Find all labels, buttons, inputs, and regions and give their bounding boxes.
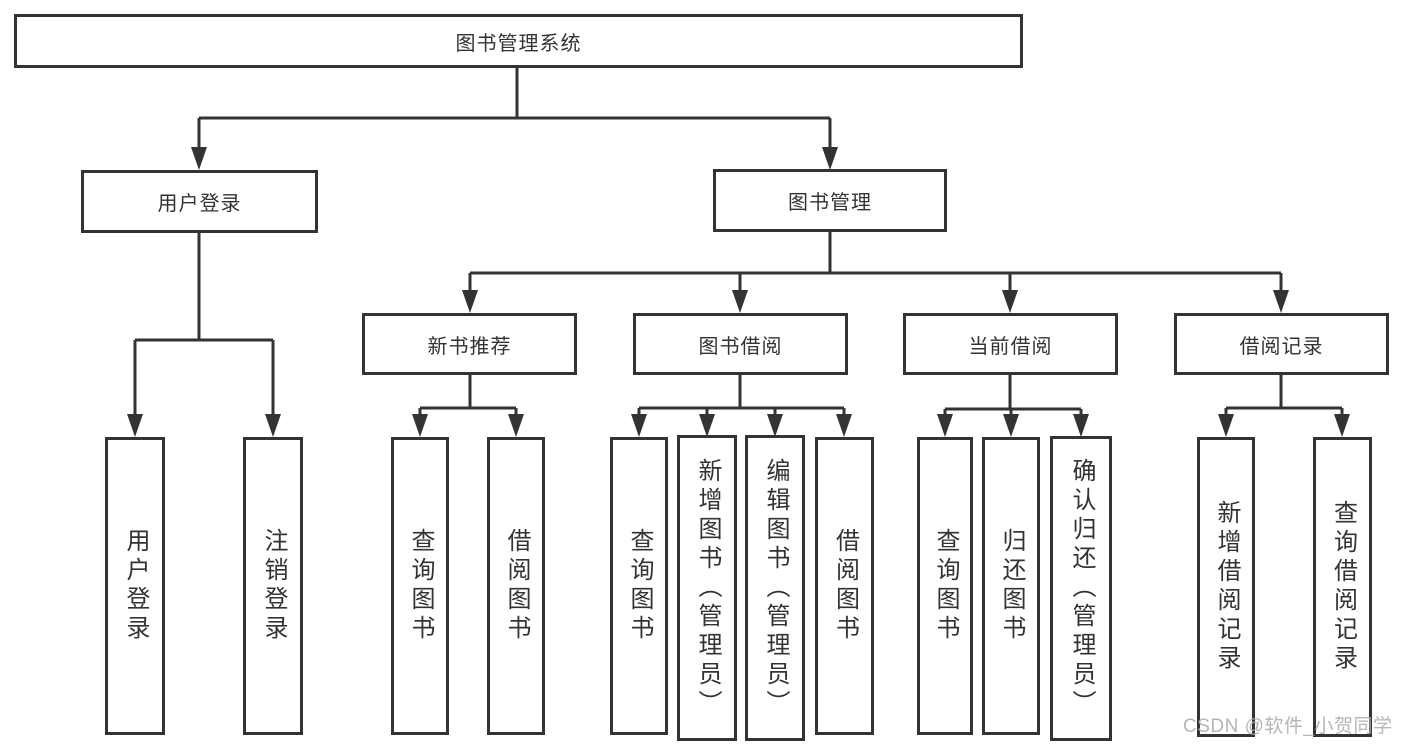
leaf-edit-books-admin-label: 编辑图书（管理员） bbox=[762, 457, 789, 719]
leaf-query-books-current-label: 查询图书 bbox=[932, 528, 959, 644]
leaf-add-books-admin-label: 新增图书（管理员） bbox=[694, 457, 721, 719]
leaf-add-books-admin: 新增图书（管理员） bbox=[677, 435, 737, 741]
node-book-management-label: 图书管理 bbox=[788, 192, 872, 214]
leaf-query-books-borrowing-label: 查询图书 bbox=[626, 528, 653, 644]
node-root: 图书管理系统 bbox=[14, 14, 1023, 68]
leaf-edit-books-admin: 编辑图书（管理员） bbox=[745, 435, 805, 741]
node-root-label: 图书管理系统 bbox=[455, 32, 582, 55]
node-book-management: 图书管理 bbox=[713, 169, 947, 232]
leaf-add-borrow-record-label: 新增借阅记录 bbox=[1213, 500, 1240, 674]
leaf-query-borrow-record: 查询借阅记录 bbox=[1313, 437, 1372, 737]
leaf-user-login: 用户登录 bbox=[105, 437, 165, 735]
leaf-confirm-return-admin-label: 确认归还（管理员） bbox=[1068, 458, 1095, 719]
leaf-query-books-current: 查询图书 bbox=[917, 437, 973, 735]
node-current-borrowing-label: 当前借阅 bbox=[968, 335, 1053, 358]
leaf-logout-label: 注销登录 bbox=[260, 528, 287, 644]
leaf-return-books-label: 归还图书 bbox=[998, 528, 1025, 644]
node-borrowing-records: 借阅记录 bbox=[1174, 313, 1389, 375]
node-book-borrowing: 图书借阅 bbox=[633, 313, 848, 375]
leaf-query-books-recommend-label: 查询图书 bbox=[407, 528, 434, 644]
node-new-book-recommend-label: 新书推荐 bbox=[427, 335, 512, 358]
node-book-borrowing-label: 图书借阅 bbox=[698, 335, 783, 358]
leaf-borrow-books-label: 借阅图书 bbox=[831, 528, 859, 644]
node-borrowing-records-label: 借阅记录 bbox=[1239, 335, 1324, 358]
leaf-query-books-recommend: 查询图书 bbox=[391, 437, 449, 735]
leaf-query-borrow-record-label: 查询借阅记录 bbox=[1329, 500, 1357, 674]
leaf-user-login-label: 用户登录 bbox=[122, 528, 149, 644]
leaf-confirm-return-admin: 确认归还（管理员） bbox=[1050, 436, 1112, 741]
leaf-borrow-books-recommend: 借阅图书 bbox=[487, 437, 545, 735]
leaf-borrow-books: 借阅图书 bbox=[815, 437, 874, 735]
arrowheads bbox=[127, 147, 1350, 437]
node-user-login-label: 用户登录 bbox=[157, 193, 242, 215]
leaf-borrow-books-recommend-label: 借阅图书 bbox=[503, 528, 530, 644]
node-current-borrowing: 当前借阅 bbox=[903, 313, 1118, 375]
csdn-watermark: CSDN @软件_小贺同学 bbox=[1183, 716, 1393, 737]
leaf-logout: 注销登录 bbox=[243, 437, 303, 735]
leaf-query-books-borrowing: 查询图书 bbox=[610, 437, 668, 735]
node-new-book-recommend: 新书推荐 bbox=[362, 313, 577, 375]
node-user-login: 用户登录 bbox=[81, 170, 318, 233]
leaf-return-books: 归还图书 bbox=[982, 437, 1040, 735]
leaf-add-borrow-record: 新增借阅记录 bbox=[1197, 437, 1255, 737]
